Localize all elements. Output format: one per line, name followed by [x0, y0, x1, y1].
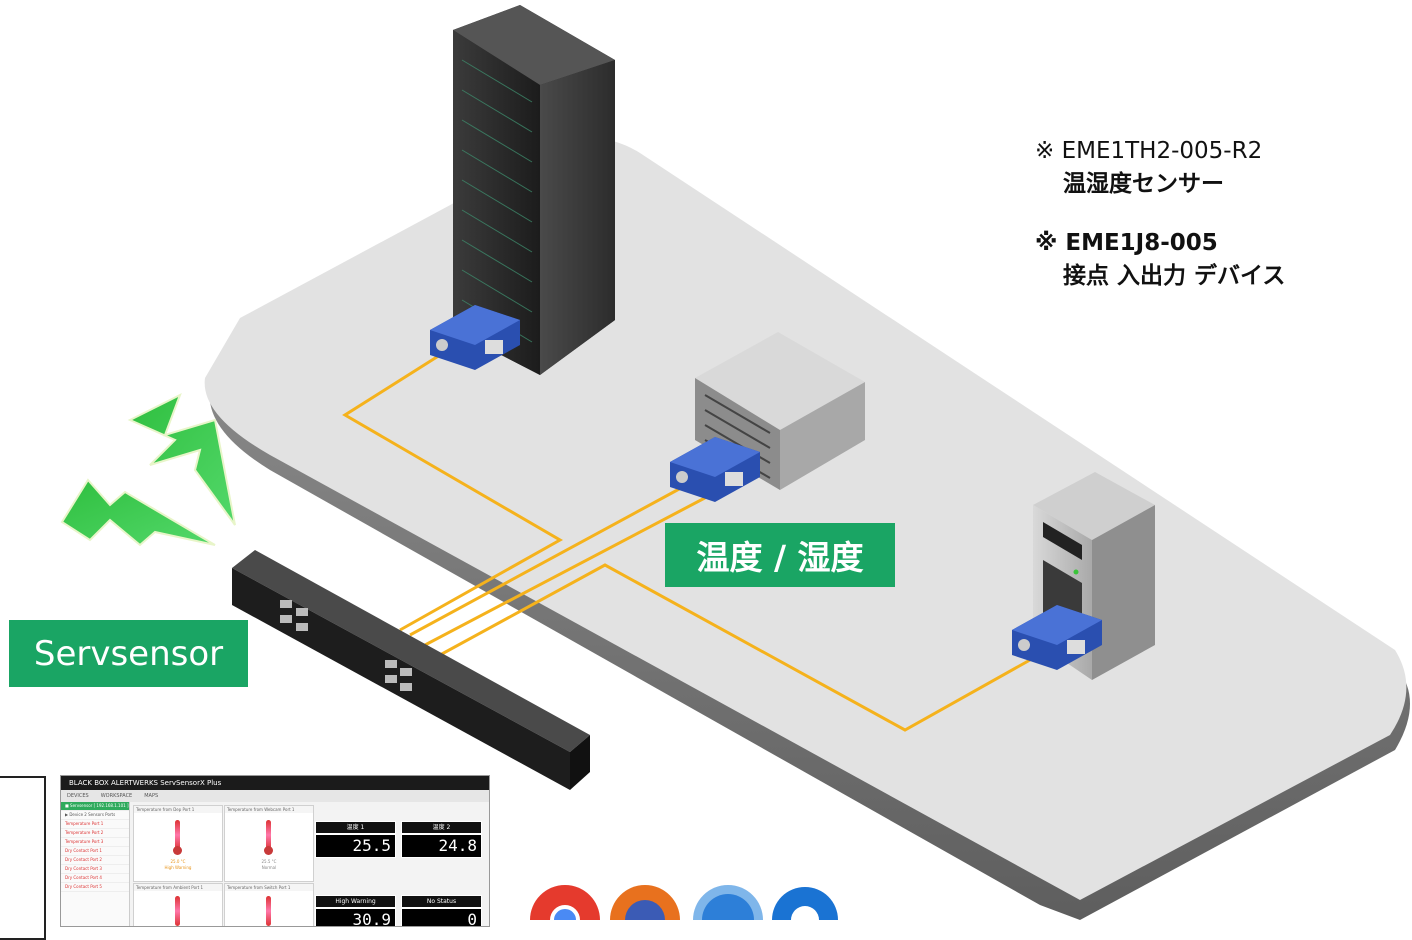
sidebar-item[interactable]: Temperature Port 3	[61, 838, 129, 847]
sidebar-item[interactable]: ▶ Device 2 Sensors Ports	[61, 811, 129, 820]
thermometer-icon	[175, 896, 180, 926]
servsensor-label: Servsensor	[9, 620, 248, 687]
note-1-desc: 温湿度センサー	[1063, 171, 1224, 197]
servsensor-appliance	[232, 550, 590, 790]
sidebar-item[interactable]: Dry Contact Port 2	[61, 856, 129, 865]
readout-value: 25.5 °C	[261, 859, 277, 864]
thermometer-bulb	[264, 846, 273, 855]
edge-icon	[772, 887, 838, 920]
sidebar-item[interactable]: ■ Servsensor [ 192.168.1.101 ]	[61, 802, 129, 811]
browser-icons	[530, 885, 838, 920]
server-rack	[453, 5, 615, 375]
panel-header: Temperature from Ambient Port 1	[134, 884, 222, 891]
device-notes: ※ EME1TH2-005-R2 温湿度センサー ※ EME1J8-005 接点…	[1035, 135, 1285, 293]
sidebar-item[interactable]: Dry Contact Port 3	[61, 865, 129, 874]
sensor-module-1	[430, 305, 520, 370]
dashboard-title: BLACK BOX ALERTWERKS ServSensorX Plus	[61, 776, 489, 790]
panel-header: Temperature from Webcam Port 1	[225, 806, 313, 813]
dashboard-nav: DEVICES WORKSPACE MAPS	[61, 790, 489, 802]
temperature-panel: Temperature from Switch Port 1	[224, 883, 314, 926]
tile-label: 温度 1	[315, 821, 396, 834]
tile-label: High Warning	[315, 895, 396, 908]
tile-value: 25.5	[315, 834, 396, 858]
panel-header: Temperature from Switch Port 1	[225, 884, 313, 891]
note-2-code: ※ EME1J8-005	[1035, 230, 1218, 256]
temperature-panel: Temperature from Dep Port 1 25.0 °C High…	[133, 805, 223, 882]
readout-status: High Warning	[164, 865, 192, 870]
sensor-module-3	[1012, 605, 1102, 670]
thermometer-icon	[266, 896, 271, 926]
sensor-module-2	[670, 437, 760, 502]
value-tile: 温度 1 25.5	[315, 821, 396, 858]
note-2-desc: 接点 入出力 デバイス	[1063, 263, 1286, 289]
dashboard-sidebar: ■ Servsensor [ 192.168.1.101 ] ▶ Device …	[61, 802, 130, 926]
value-tile: No Status 0	[401, 895, 482, 926]
thermometer-icon	[175, 820, 180, 850]
value-tile: 温度 2 24.8	[401, 821, 482, 858]
nav-maps[interactable]: MAPS	[144, 793, 159, 799]
sidebar-item[interactable]: Dry Contact Port 1	[61, 847, 129, 856]
tile-label: 温度 2	[401, 821, 482, 834]
tile-value: 0	[401, 908, 482, 926]
thermometer-bulb	[173, 846, 182, 855]
sidebar-item[interactable]: Temperature Port 1	[61, 820, 129, 829]
temperature-panel: Temperature from Webcam Port 1 25.5 °C N…	[224, 805, 314, 882]
left-frame	[0, 776, 46, 940]
tile-label: No Status	[401, 895, 482, 908]
thermometer-icon	[266, 820, 271, 850]
sensor-cables	[342, 353, 1031, 732]
readout-status: Normal	[261, 865, 277, 870]
dashboard-screenshot: BLACK BOX ALERTWERKS ServSensorX Plus DE…	[60, 775, 490, 927]
chrome-icon	[530, 885, 600, 920]
sidebar-item[interactable]: Dry Contact Port 5	[61, 883, 129, 892]
tile-value: 30.9	[315, 908, 396, 926]
sidebar-item[interactable]: Dry Contact Port 4	[61, 874, 129, 883]
temperature-panel: Temperature from Ambient Port 1	[133, 883, 223, 926]
sidebar-item[interactable]: Temperature Port 2	[61, 829, 129, 838]
value-tile: High Warning 30.9	[315, 895, 396, 926]
tile-value: 24.8	[401, 834, 482, 858]
nav-devices[interactable]: DEVICES	[67, 793, 89, 799]
note-1-code: ※ EME1TH2-005-R2	[1035, 138, 1263, 164]
wireless-signal-icon	[60, 392, 236, 547]
panel-header: Temperature from Dep Port 1	[134, 806, 222, 813]
readout-value: 25.0 °C	[170, 859, 186, 864]
nav-workspace[interactable]: WORKSPACE	[100, 793, 133, 799]
temperature-humidity-label: 温度 / 湿度	[665, 523, 895, 587]
